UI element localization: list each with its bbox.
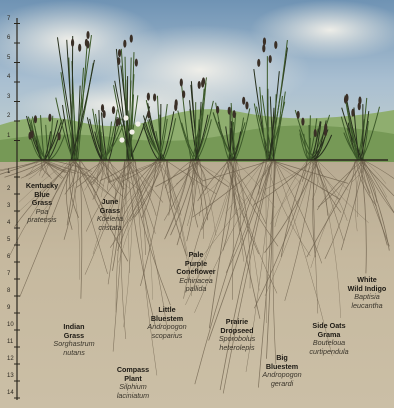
seed-head (117, 57, 120, 65)
scientific-name: Sorghastrum nutans (46, 340, 102, 357)
scale-tick-label: 10 (7, 322, 14, 328)
seed-head (233, 110, 236, 118)
seed-head (358, 97, 361, 105)
scale-tick-label: 13 (7, 373, 14, 379)
seed-head (147, 110, 150, 118)
common-name: Big Bluestem (254, 354, 310, 371)
scale-tick-label: 4 (7, 74, 10, 80)
common-name: Indian Grass (46, 323, 102, 340)
scale-tick-label: 2 (7, 113, 10, 119)
seed-head (135, 59, 138, 67)
scientific-name: Echinacea pallida (168, 277, 224, 294)
label-compass-plant: Compass Plant Silphium laciniatum (106, 366, 160, 400)
seed-head (78, 44, 81, 52)
seed-head (262, 44, 265, 52)
seed-head (85, 39, 88, 47)
scientific-name: Andropogon scoparius (140, 323, 194, 340)
seed-head (202, 77, 205, 85)
scale-tick-label: 7 (7, 16, 10, 22)
seed-head (345, 94, 348, 102)
scale-tick-label: 1 (7, 169, 10, 175)
seed-head (182, 90, 185, 98)
common-name: Little Bluestem (140, 306, 194, 323)
seed-head (263, 37, 266, 45)
scale-tick-label: 5 (7, 55, 10, 61)
seed-head (130, 35, 133, 43)
seed-head (297, 111, 300, 119)
scientific-name: Sporobolus heterolepis (208, 335, 266, 352)
seed-head (301, 118, 304, 126)
scale-tick-label: 9 (7, 305, 10, 311)
scale-tick-label: 8 (7, 288, 10, 294)
seed-head (245, 101, 248, 109)
label-little-bluestem: Little Bluestem Andropogon scoparius (140, 306, 194, 340)
scientific-name: Silphium laciniatum (106, 383, 160, 400)
common-name: Prairie Dropseed (208, 318, 266, 335)
seed-head (118, 49, 121, 57)
seed-head (28, 132, 31, 140)
seed-head (324, 123, 327, 131)
scale-tick-label: 2 (7, 186, 10, 192)
common-name: Compass Plant (106, 366, 160, 383)
seed-head (174, 103, 177, 111)
scale-tick-label: 3 (7, 94, 10, 100)
seed-head (216, 106, 219, 114)
seed-head (48, 114, 51, 122)
seed-head (153, 93, 156, 101)
seed-head (34, 115, 37, 123)
seed-head (228, 107, 231, 115)
scale-tick-label: 6 (7, 254, 10, 260)
scale-tick-label: 6 (7, 35, 10, 41)
label-indian-grass: Indian Grass Sorghastrum nutans (46, 323, 102, 357)
seed-head (57, 132, 60, 140)
scientific-name: Andropogon gerardi (254, 371, 310, 388)
seed-head (242, 97, 245, 105)
common-name: White Wild Indigo (342, 276, 392, 293)
common-name: June Grass (88, 198, 132, 215)
label-white-wild-indigo: White Wild Indigo Baptisia leucantha (342, 276, 392, 310)
seed-head (86, 31, 89, 39)
seed-head (257, 59, 260, 67)
scale-tick-label: 12 (7, 356, 14, 362)
flower (129, 129, 134, 134)
label-kentucky-blue-grass: Kentucky Blue Grass Poa pratensis (18, 182, 66, 225)
seed-head (112, 106, 115, 114)
seed-head (274, 41, 277, 49)
scientific-name: Poa pratensis (18, 208, 66, 225)
label-side-oats-grama: Side Oats Grama Bouteloua curtipendula (300, 322, 358, 356)
scale-tick-label: 5 (7, 237, 10, 243)
seed-head (147, 93, 150, 101)
label-june-grass: June Grass Koeleria cristata (88, 198, 132, 232)
common-name: Kentucky Blue Grass (18, 182, 66, 208)
scale-tick-label: 3 (7, 203, 10, 209)
scale-tick-label: 4 (7, 220, 10, 226)
scientific-name: Baptisia leucantha (342, 293, 392, 310)
seed-head (123, 40, 126, 48)
seed-head (101, 104, 104, 112)
seed-head (351, 109, 354, 117)
scientific-name: Koeleria cristata (88, 215, 132, 232)
label-big-bluestem: Big Bluestem Andropogon gerardi (254, 354, 310, 388)
common-name: Pale Purple Coneflower (168, 251, 224, 277)
flower (135, 121, 140, 126)
scale-tick-label: 11 (7, 339, 13, 345)
scale-tick-label: 1 (7, 133, 10, 139)
scale-tick-label: 7 (7, 271, 10, 277)
seed-head (314, 129, 317, 137)
label-prairie-dropseed: Prairie Dropseed Sporobolus heterolepis (208, 318, 266, 352)
common-name: Side Oats Grama (300, 322, 358, 339)
seed-head (71, 39, 74, 47)
scale-tick-label: 14 (7, 390, 14, 396)
flower (119, 137, 124, 142)
seed-head (198, 81, 201, 89)
label-pale-purple-coneflower: Pale Purple Coneflower Echinacea pallida (168, 251, 224, 294)
seed-head (180, 79, 183, 87)
seed-head (269, 55, 272, 63)
flower (123, 115, 128, 120)
